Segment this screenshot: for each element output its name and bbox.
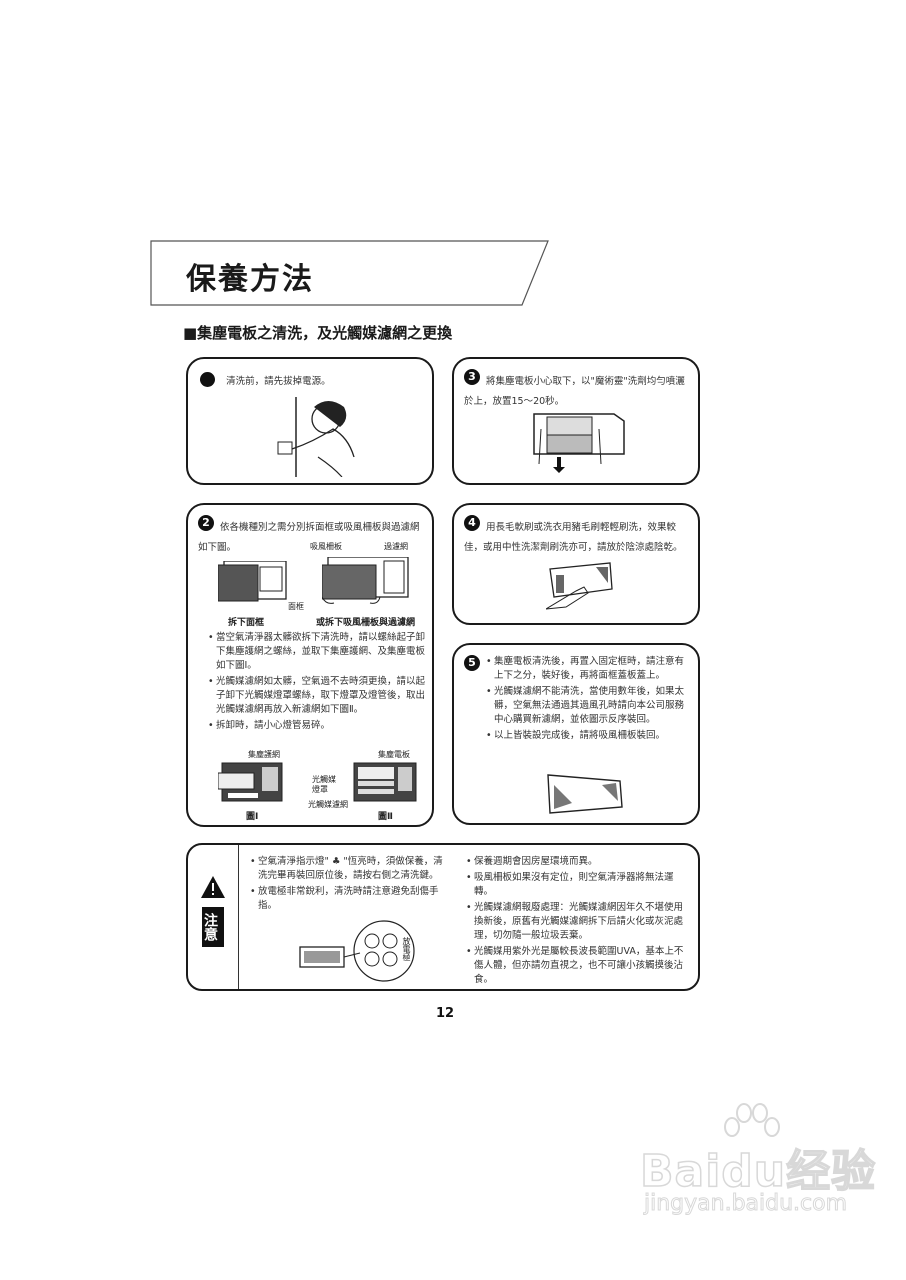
remove-grille-filter-figure (322, 557, 409, 604)
notice-band: 注意 (188, 845, 239, 989)
photocatalyst-filter-label: 光觸媒濾網 (308, 800, 348, 809)
step-2-bullet-3: 光觸媒濾網如太髒，空氣過不去時須更換，請以起子卸下光觸媒燈罩螺絲，取下燈罩及燈管… (208, 675, 426, 717)
title-banner: 保養方法 (150, 240, 550, 306)
banner-shape (150, 240, 549, 306)
paw-icon (724, 1103, 780, 1137)
step-1-panel: 清洗前，請先拔掉電源。 (186, 357, 434, 485)
watermark-brand: Baidu经验 (639, 1145, 877, 1198)
dust-plate-label: 集塵電板 (378, 750, 410, 759)
step-2-bullet-2: 當空氣清淨器太髒欲拆下清洗時，請以螺絲起子卸下集塵護網之螺絲，並取下集塵護網、及… (208, 631, 426, 673)
step-5-panel: 5 集塵電板清洗後，再置入固定框時，請注意有上下之分，裝好後，再將面框蓋板蓋上。… (452, 643, 700, 825)
step-5-bullet-3: 以上皆裝設完成後，請將吸風柵板裝回。 (486, 729, 692, 743)
photocatalyst-cover-label: 光觸媒燈罩 (312, 775, 336, 794)
person-unplugging-icon (277, 397, 355, 477)
watermark-url: jingyan.baidu.com (643, 1191, 848, 1217)
step-2-number-badge: 2 (198, 515, 214, 531)
notice-panel: 注意 空氣清淨指示燈" ♣ "恆亮時，須做保養，清洗完畢再裝回原位後，請按右側之… (186, 843, 700, 991)
remove-grille-filter-caption: 或拆下吸風柵板與過濾網 (316, 618, 416, 628)
remove-front-frame-caption: 拆下面框 (228, 618, 265, 628)
notice-label: 注意 (202, 907, 224, 947)
step-1-bullet-icon (200, 372, 215, 387)
front-frame-label: 面框 (288, 602, 304, 611)
figure-1-caption: 圖Ⅰ (246, 812, 259, 822)
remove-front-frame-figure (218, 561, 287, 602)
figure-2-diagram (353, 762, 417, 802)
notice-right-bullet-2: 吸風柵板如果沒有定位，則空氣清淨器將無法運轉。 (466, 871, 688, 899)
notice-left-bullet-2: 放電極非常銳利，清洗時請注意避免刮傷手指。 (250, 885, 450, 913)
notice-left-bullet-1: 空氣清淨指示燈" ♣ "恆亮時，須做保養，清洗完畢再裝回原位後，請按右側之清洗鍵… (250, 855, 450, 883)
figure-2-caption: 圖Ⅱ (378, 812, 393, 822)
step-2-bullet-1: 依各機種別之需分別拆面框或吸風柵板與過濾網如下圖。 (198, 522, 420, 553)
warning-icon (201, 876, 225, 898)
brushing-plate-icon (546, 562, 613, 610)
notice-right-bullet-1: 保養週期會因房屋環境而異。 (466, 855, 688, 869)
intake-grille-icon (547, 774, 623, 814)
step-1-text: 清洗前，請先拔掉電源。 (226, 376, 331, 387)
notice-right-bullet-3: 光觸媒濾網報廢處理：光觸媒濾網因年久不堪使用換新後，原舊有光觸媒濾網拆下后請火化… (466, 901, 688, 943)
notice-right-bullet-4: 光觸媒用紫外光是屬較長波長範圍UVA，基本上不傷人體，但亦請勿直視之，也不可讓小… (466, 945, 688, 987)
step-4-text: 用長毛軟刷或洗衣用豬毛刷輕輕刷洗，效果較佳，或用中性洗潔劑刷洗亦可，請放於陰涼處… (464, 522, 683, 553)
discharge-electrode-label: 放電極 (402, 937, 411, 961)
page-title: 保養方法 (186, 262, 314, 297)
discharge-electrode-figure (299, 920, 415, 982)
step-5-number-badge: 5 (464, 655, 480, 671)
step-2-bullet-4: 拆卸時，請小心燈管易碎。 (208, 719, 426, 733)
filter-label: 過濾網 (384, 542, 408, 551)
dust-guard-label: 集塵護網 (248, 750, 280, 759)
step-5-bullet-2: 光觸媒濾網不能清洗，當使用數年後，如果太髒，空氣無法通過其過風孔時請向本公司服務… (486, 685, 692, 727)
baidu-watermark: Baidu经验 jingyan.baidu.com (639, 1103, 877, 1217)
figure-1-diagram (218, 762, 283, 802)
step-4-number-badge: 4 (464, 515, 480, 531)
step-5-bullet-1: 集塵電板清洗後，再置入固定框時，請注意有上下之分，裝好後，再將面框蓋板蓋上。 (486, 655, 692, 683)
page-number: 12 (436, 1006, 455, 1021)
step-3-text: 將集塵電板小心取下，以"魔術靈"洗劑均勻噴灑於上，放置15～20秒。 (464, 376, 685, 407)
dust-plate-removal-icon (533, 413, 625, 473)
intake-grille-label: 吸風柵板 (310, 542, 342, 551)
section-heading: ■集塵電板之清洗，及光觸媒濾網之更換 (183, 324, 453, 342)
step-3-number-badge: 3 (464, 369, 480, 385)
